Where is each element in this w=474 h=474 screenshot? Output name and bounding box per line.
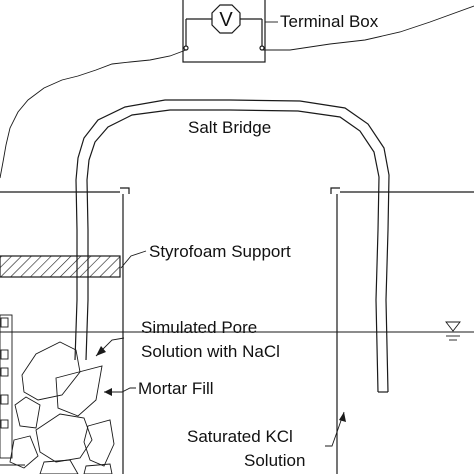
kcl-label-line2: Solution xyxy=(244,451,305,470)
meter-symbol: V xyxy=(219,9,233,31)
mortar-fill-aggregates xyxy=(9,341,115,474)
kcl-arrowhead xyxy=(339,412,346,422)
mortar-fill-label: Mortar Fill xyxy=(138,379,214,398)
styrofoam-leader xyxy=(120,250,147,269)
lead-wire-left xyxy=(0,49,187,179)
kcl-label-line1: Saturated KCl xyxy=(187,427,293,446)
pore-solution-label-line2: Solution with NaCl xyxy=(141,342,280,361)
left-rim-lip xyxy=(120,187,130,194)
salt-bridge-label: Salt Bridge xyxy=(188,118,271,137)
mortar-fill-leader xyxy=(104,387,136,393)
water-level-icon xyxy=(445,321,461,341)
mortar-fill-arrowhead xyxy=(104,388,112,396)
pore-solution-arrowhead xyxy=(96,346,106,356)
terminal-box-label: Terminal Box xyxy=(280,12,379,31)
voltmeter-icon: V xyxy=(211,4,241,34)
salt-bridge-inner xyxy=(85,109,380,393)
styrofoam-support xyxy=(0,255,121,278)
terminal-box xyxy=(182,0,266,63)
styrofoam-label: Styrofoam Support xyxy=(149,242,291,261)
salt-bridge-outer xyxy=(74,99,390,393)
right-rim-lip xyxy=(330,187,340,194)
specimen xyxy=(0,314,25,466)
lead-wire-right xyxy=(262,5,474,51)
pore-solution-label-line1: Simulated Pore xyxy=(141,318,257,337)
kcl-leader xyxy=(325,411,345,447)
